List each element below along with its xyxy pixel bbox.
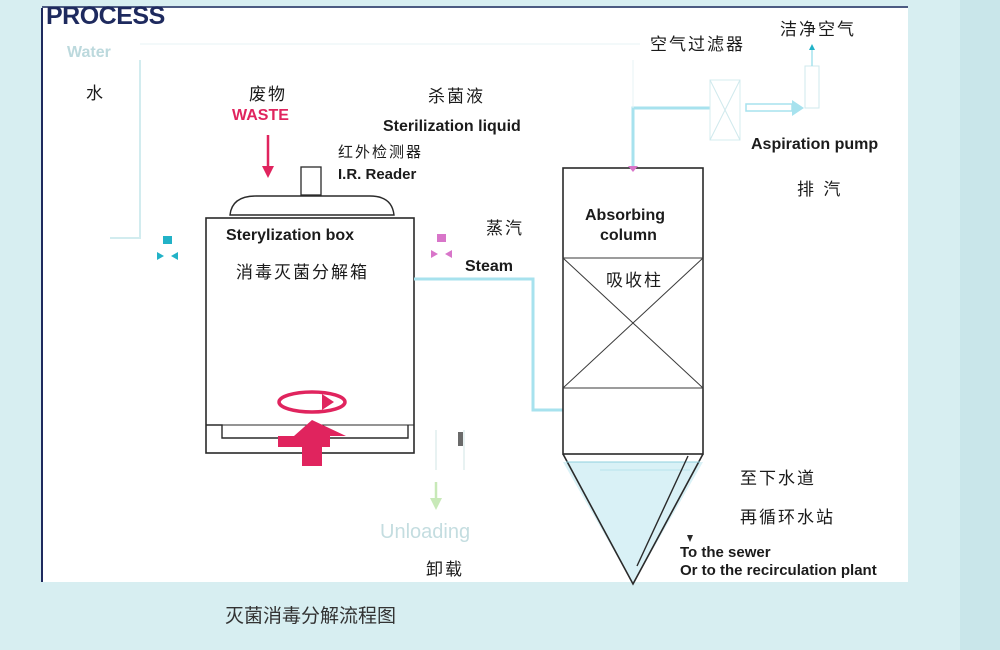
water-label-en: Water bbox=[67, 44, 111, 61]
page-edge-shade bbox=[960, 0, 1000, 650]
recirc-label-zh: 再循环水站 bbox=[740, 508, 835, 528]
column-title-zh: 吸收柱 bbox=[606, 271, 663, 291]
sterilization-label-en: Sterilization liquid bbox=[383, 118, 521, 135]
column-inlet-marker bbox=[628, 166, 638, 172]
unloading-label-en: Unloading bbox=[380, 521, 471, 543]
waste-arrow-icon bbox=[262, 135, 274, 178]
column-title-en-1: Absorbing bbox=[585, 207, 665, 224]
column-title-en-2: column bbox=[600, 227, 657, 244]
exhaust-label: 排 汽 bbox=[797, 180, 843, 200]
absorbing-column bbox=[562, 167, 704, 455]
packing-cross-2 bbox=[562, 257, 704, 389]
sterylization-box bbox=[205, 217, 415, 454]
sewer-label-zh: 至下水道 bbox=[740, 469, 816, 489]
water-valve-icon bbox=[157, 236, 178, 260]
ir-reader-label-en: I.R. Reader bbox=[338, 166, 417, 183]
unloading-valve bbox=[458, 432, 463, 446]
unloading-label-zh: 卸载 bbox=[426, 560, 464, 580]
unloading-arrow-icon bbox=[430, 482, 442, 510]
ir-reader-sensor bbox=[300, 166, 322, 196]
air-filter-label: 空气过滤器 bbox=[650, 35, 745, 55]
ir-reader-label-zh: 红外检测器 bbox=[338, 143, 424, 161]
pump-arrow-icon bbox=[745, 100, 804, 116]
sewer-label-en: To the sewer bbox=[680, 544, 771, 561]
air-filter-icon bbox=[709, 79, 741, 141]
steam-label-en: Steam bbox=[465, 258, 514, 275]
aspiration-pump-label: Aspiration pump bbox=[751, 136, 879, 153]
sterilization-label-zh: 杀菌液 bbox=[428, 87, 485, 107]
box-title-en: Sterylization box bbox=[226, 227, 355, 244]
column-cone bbox=[562, 453, 704, 586]
box-title-zh: 消毒灭菌分解箱 bbox=[236, 263, 369, 283]
drain-pipe bbox=[636, 455, 689, 567]
column-liquid bbox=[563, 462, 703, 584]
mixer-rotation-icon bbox=[277, 390, 347, 414]
recirc-label-en: Or to the recirculation plant bbox=[680, 562, 877, 579]
clean-air-label: 洁净空气 bbox=[780, 20, 856, 40]
water-label-zh: 水 bbox=[86, 84, 105, 104]
waste-label-zh: 废物 bbox=[249, 85, 287, 105]
clean-air-outlet bbox=[804, 44, 820, 109]
column-packing bbox=[562, 257, 704, 389]
steam-label-zh: 蒸汽 bbox=[486, 219, 524, 239]
heater-up-arrow-icon bbox=[278, 420, 346, 466]
waste-label-en: WASTE bbox=[232, 107, 289, 124]
water-pipe bbox=[110, 60, 141, 239]
page-title: PROCESS bbox=[46, 2, 165, 30]
steam-pipe bbox=[414, 277, 563, 412]
box-lid bbox=[229, 195, 395, 216]
figure-caption: 灭菌消毒分解流程图 bbox=[225, 605, 397, 627]
liquid-valve-icon bbox=[431, 234, 452, 258]
drain-arrow-icon bbox=[687, 535, 693, 542]
